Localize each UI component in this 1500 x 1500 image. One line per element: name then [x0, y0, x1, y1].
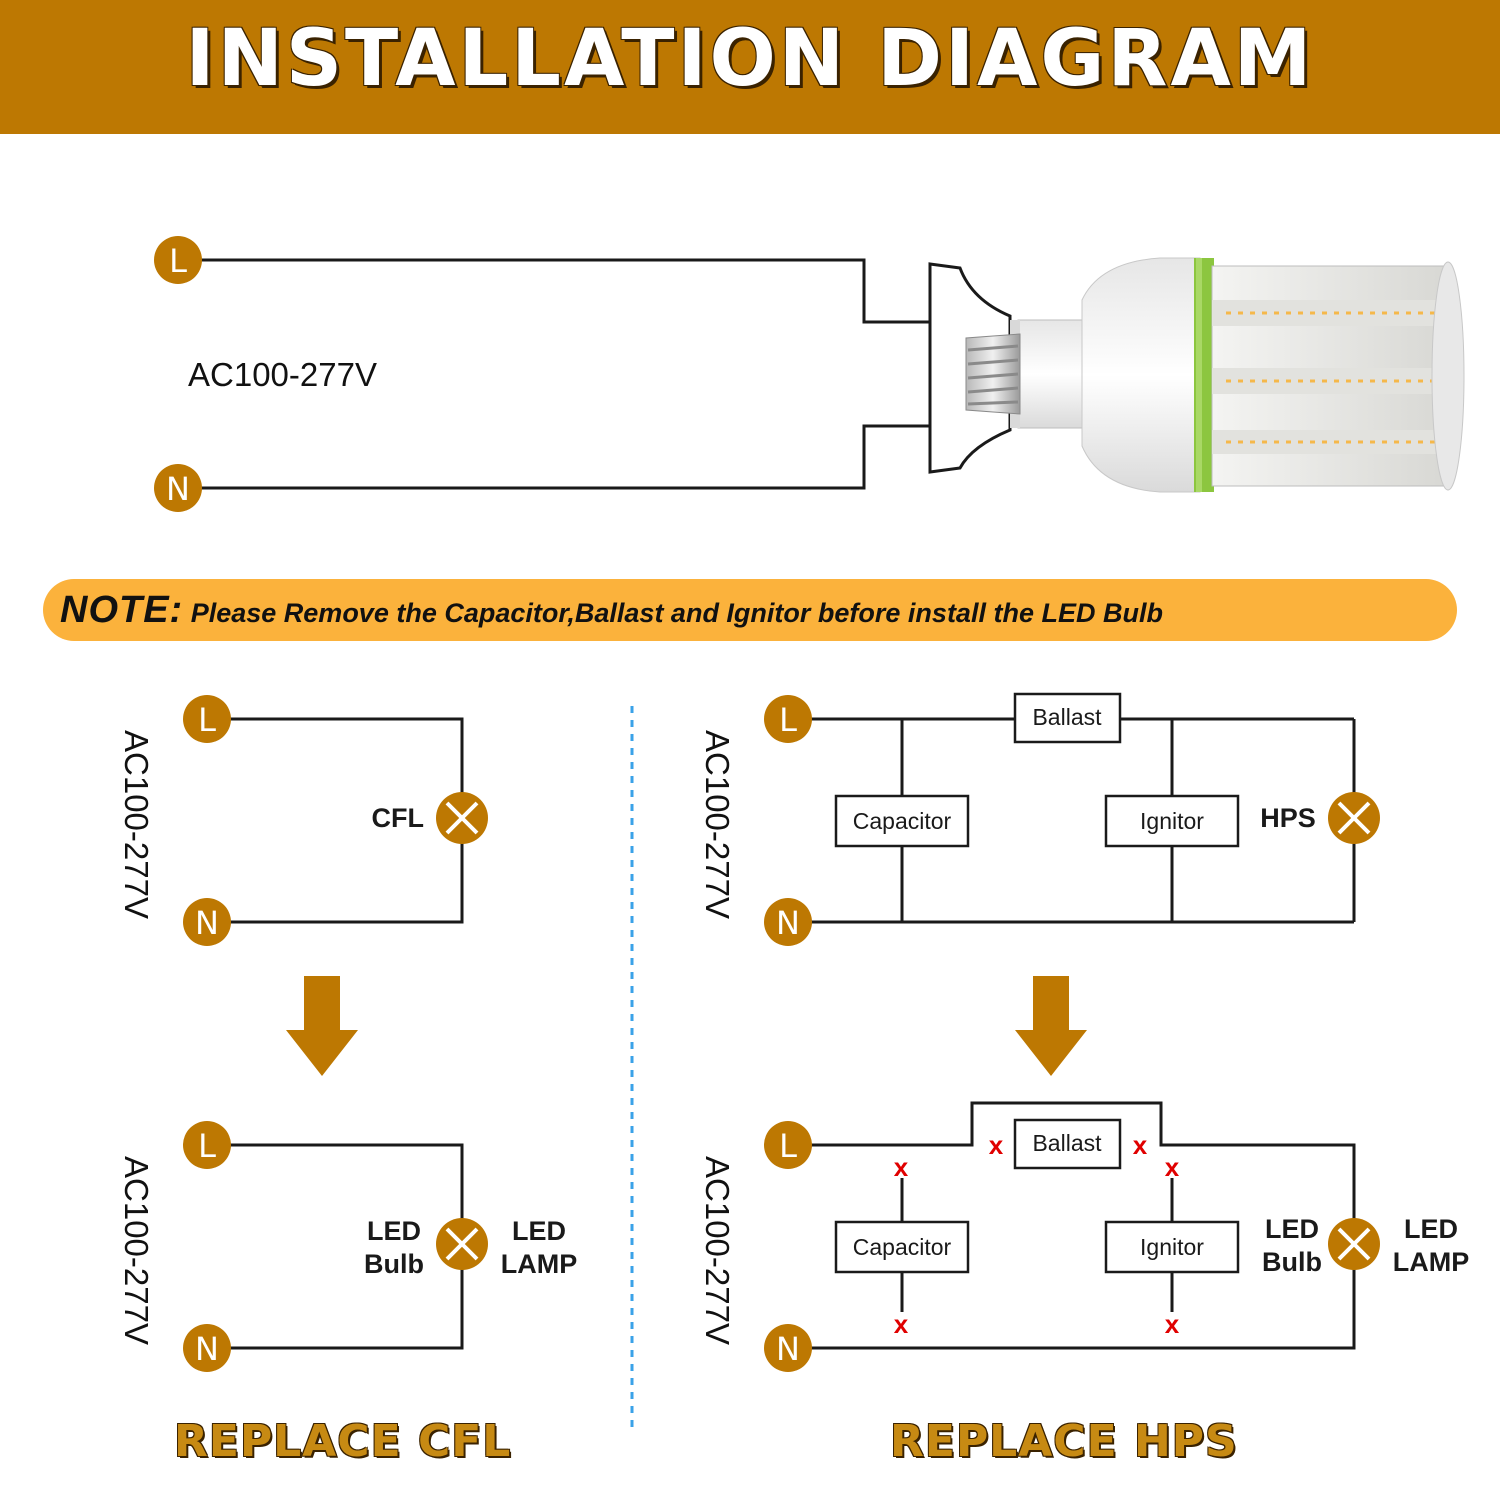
terminal-n-label: N	[195, 904, 219, 942]
terminal-n-icon	[764, 1324, 812, 1372]
top-voltage-label: AC100-277V	[188, 356, 377, 393]
top-terminal-n: N	[154, 464, 202, 512]
cfl-original-circuit: L N CFL AC100-277V	[118, 695, 488, 946]
capacitor-label: Capacitor	[853, 1234, 952, 1260]
ignitor-label: Ignitor	[1140, 808, 1204, 834]
terminal-l-icon	[764, 695, 812, 743]
capacitor-box	[834, 794, 970, 848]
terminal-l-label: L	[779, 1127, 797, 1165]
capacitor-box	[834, 1220, 970, 1274]
led-bulb-label-line2: Bulb	[364, 1249, 424, 1279]
terminal-n-icon	[183, 1324, 231, 1372]
capacitor-label: Capacitor	[853, 808, 952, 834]
terminal-l-label: L	[198, 1127, 216, 1165]
terminal-l-icon	[764, 1121, 812, 1169]
removed-x-icon: x	[894, 1309, 909, 1339]
ignitor-label: Ignitor	[1140, 1234, 1204, 1260]
hps-lamp-icon	[1328, 792, 1380, 844]
terminal-l-icon	[183, 1121, 231, 1169]
led-lamp-label-line1: LED	[1404, 1214, 1458, 1244]
cfl-lamp-icon	[436, 792, 488, 844]
led-corn-bulb-icon	[928, 257, 1465, 493]
replace-cfl-title: REPLACE CFL	[174, 1416, 512, 1467]
ignitor-box	[1104, 794, 1240, 848]
top-wiring	[178, 258, 930, 490]
led-lamp-label-line1: LED	[512, 1216, 566, 1246]
removed-x-icon: x	[1133, 1130, 1148, 1160]
down-arrow-icon	[1015, 976, 1087, 1076]
top-live-wire	[178, 258, 930, 324]
cfl-lamp-label: CFL	[372, 803, 424, 833]
note-bar	[43, 579, 1457, 641]
terminal-l-label: L	[779, 701, 797, 739]
led-lamp-icon	[1328, 1218, 1380, 1270]
terminal-n-icon	[183, 898, 231, 946]
header-banner: INSTALLATION DIAGRAM	[0, 0, 1500, 134]
hps-original-circuit: L N Ballast Capacitor Ignitor HPS AC100-…	[699, 692, 1380, 946]
led-bulb-label-line1: LED	[367, 1216, 421, 1246]
hps-led-circuit: L N Ballast Capacitor Ignitor x x x x x …	[699, 1101, 1470, 1372]
cfl-voltage-label: AC100-277V	[118, 730, 155, 919]
terminal-n-label: N	[195, 1330, 219, 1368]
ignitor-box	[1104, 1220, 1240, 1274]
top-neutral-wire	[178, 424, 930, 490]
led-bulb-label-line1: LED	[1265, 1214, 1319, 1244]
hps-led-voltage-label: AC100-277V	[699, 1156, 736, 1345]
removed-x-icon: x	[1165, 1309, 1180, 1339]
ballast-label: Ballast	[1032, 1130, 1102, 1156]
led-lamp-icon	[436, 1218, 488, 1270]
cfl-led-circuit: L N LED Bulb LED LAMP AC100-277V	[118, 1121, 577, 1372]
hps-voltage-label: AC100-277V	[699, 730, 736, 919]
down-arrow-icon	[286, 976, 358, 1076]
terminal-l-icon	[183, 695, 231, 743]
note: NOTE: Please Remove the Capacitor,Ballas…	[60, 583, 1440, 637]
ballast-box	[1013, 1118, 1122, 1170]
replace-hps-title: REPLACE HPS	[890, 1416, 1238, 1467]
led-lamp-label-line2: LAMP	[501, 1249, 578, 1279]
removed-x-icon: x	[989, 1130, 1004, 1160]
top-terminal-l: L	[154, 236, 202, 284]
ballast-label: Ballast	[1032, 704, 1102, 730]
terminal-n-label: N	[776, 1330, 800, 1368]
hps-lamp-label: HPS	[1260, 803, 1316, 833]
removed-x-icon: x	[1165, 1152, 1180, 1182]
terminal-l-label: L	[198, 701, 216, 739]
terminal-l-label: L	[169, 242, 187, 280]
screw-icon	[965, 333, 1021, 415]
page-title: INSTALLATION DIAGRAM	[185, 14, 1315, 104]
terminal-n-icon	[154, 464, 202, 512]
terminal-l-icon	[154, 236, 202, 284]
led-bulb-label-line2: Bulb	[1262, 1247, 1322, 1277]
led-lamp-label-line2: LAMP	[1393, 1247, 1470, 1277]
cfl-led-voltage-label: AC100-277V	[118, 1156, 155, 1345]
terminal-n-icon	[764, 898, 812, 946]
note-label: NOTE:	[60, 589, 184, 631]
removed-x-icon: x	[894, 1152, 909, 1182]
note-message: Please Remove the Capacitor,Ballast and …	[183, 598, 1163, 628]
terminal-n-label: N	[776, 904, 800, 942]
terminal-n-label: N	[166, 470, 190, 508]
ballast-box	[1013, 692, 1122, 744]
